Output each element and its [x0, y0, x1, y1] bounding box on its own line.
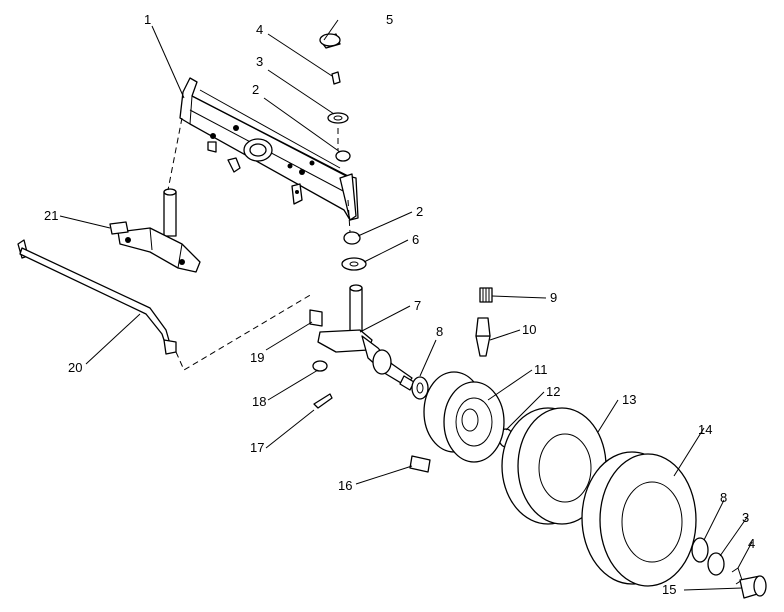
callout-18: 18: [252, 394, 266, 409]
callout-10: 10: [522, 322, 536, 337]
callout-20: 20: [68, 360, 82, 375]
tire-14: [581, 451, 697, 587]
hidden-line-2: [175, 293, 313, 371]
callout-2: 2: [252, 82, 259, 97]
callout-9: 9: [550, 290, 557, 305]
callout-3-lower: 3: [742, 510, 749, 525]
callout-5: 5: [386, 12, 393, 27]
callout-7: 7: [414, 298, 421, 313]
spindle-bracket: [109, 188, 201, 273]
hidden-line-1: [167, 117, 183, 191]
callout-labels: 1 5 4 3 2 21 2 6 9 7 10 8 19 20 11 12 18…: [44, 12, 755, 597]
callout-1: 1: [144, 12, 151, 27]
tie-rod: [17, 239, 177, 355]
callout-16: 16: [338, 478, 352, 493]
callout-2-lower: 2: [416, 204, 423, 219]
hardware: [309, 33, 767, 599]
hidden-line-3: [337, 128, 351, 233]
callout-13: 13: [622, 392, 636, 407]
callout-17: 17: [250, 440, 264, 455]
callout-12: 12: [546, 384, 560, 399]
callout-15: 15: [662, 582, 676, 597]
callout-4: 4: [256, 22, 263, 37]
callout-3: 3: [256, 54, 263, 69]
callout-8-lower: 8: [720, 490, 727, 505]
callout-8: 8: [436, 324, 443, 339]
wheel-rim: [423, 371, 505, 463]
spindle: [317, 284, 415, 391]
callout-21: 21: [44, 208, 58, 223]
callout-11: 11: [534, 362, 548, 377]
callout-14: 14: [698, 422, 712, 437]
front-axle-support: [179, 77, 359, 221]
callout-4-lower: 4: [748, 536, 755, 551]
callout-6: 6: [412, 232, 419, 247]
leader-lines: [59, 19, 753, 591]
callout-19: 19: [250, 350, 264, 365]
tire-13: [501, 407, 607, 525]
